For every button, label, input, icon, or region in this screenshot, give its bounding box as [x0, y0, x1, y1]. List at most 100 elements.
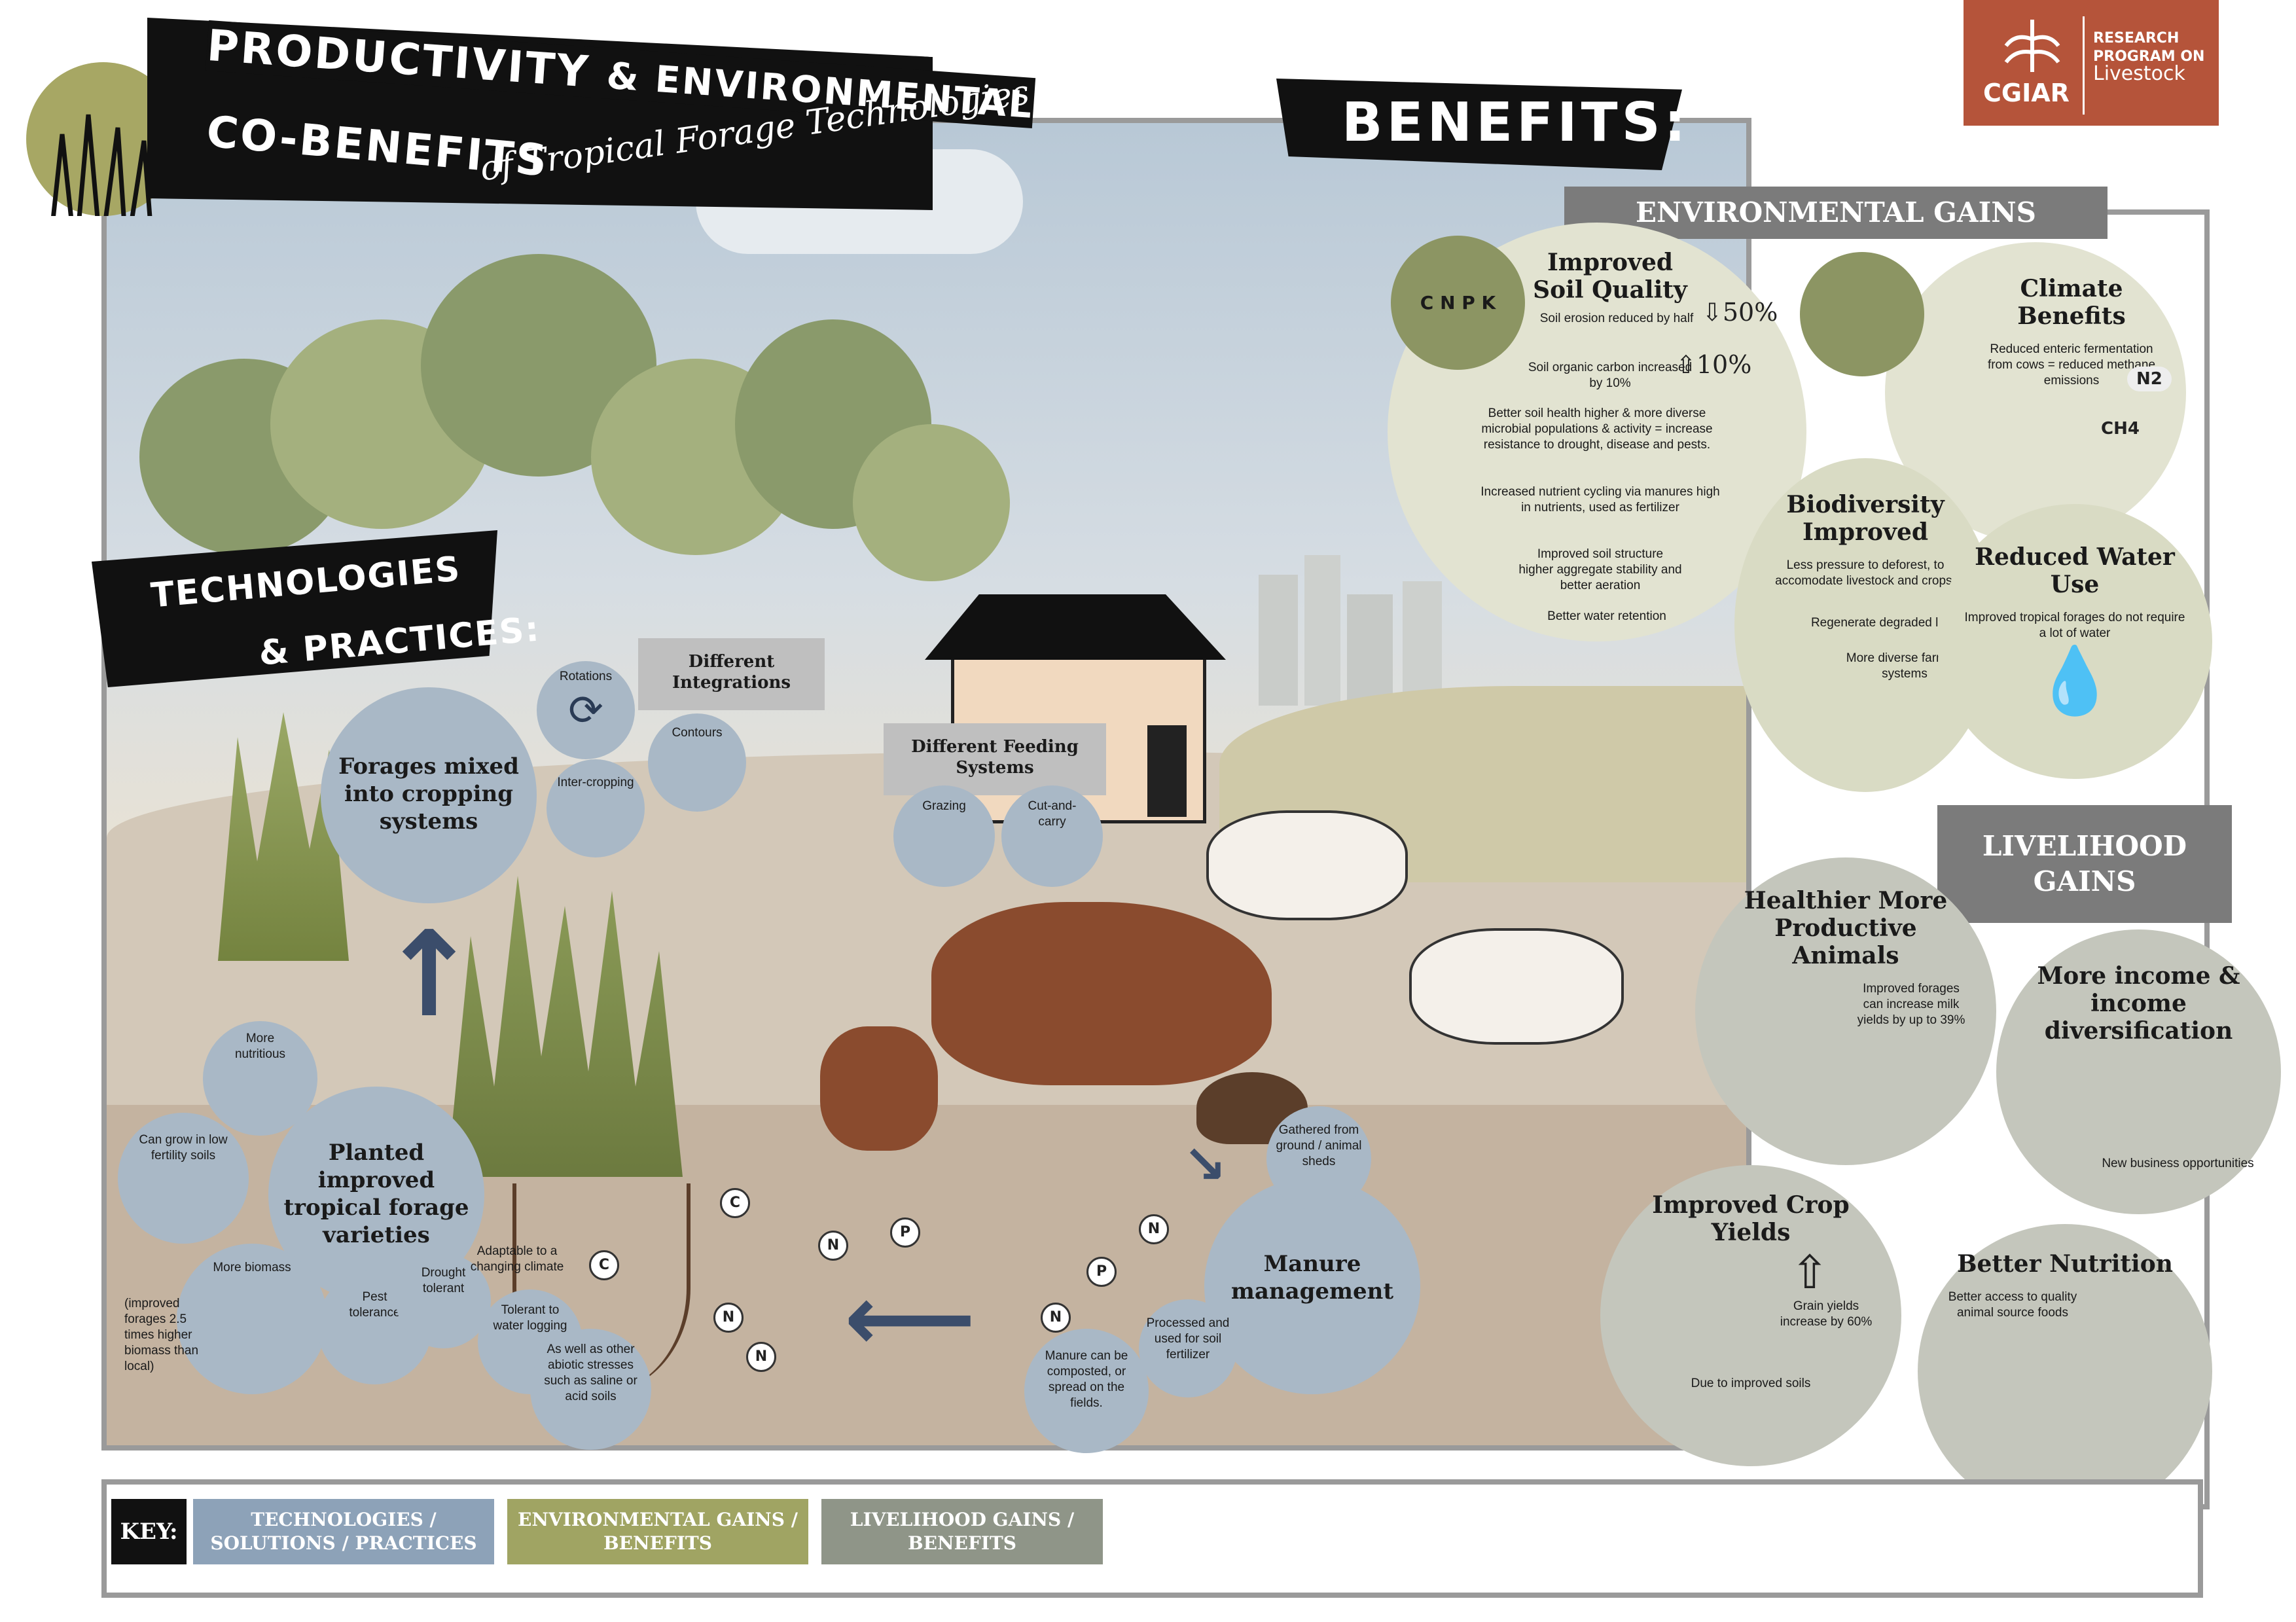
- logo-research-program: RESEARCH PROGRAM ON: [2093, 30, 2205, 65]
- processed-label: Processed and used for soil fertilizer: [1146, 1316, 1230, 1361]
- livelihood-gains-text: LIVELIHOOD GAINS: [1982, 830, 2187, 897]
- intercropping-label: Inter-cropping: [557, 776, 634, 789]
- grazing-circle: Grazing: [893, 785, 995, 887]
- soil-health-text: Better soil health higher & more diverse…: [1481, 406, 1713, 452]
- more-biomass-label: More biomass: [213, 1261, 291, 1274]
- different-integrations-tag: Different Integrations: [638, 638, 825, 710]
- forages-mixed-circle: Forages mixed into cropping systems: [321, 687, 537, 903]
- low-fertility-label: Can grow in low fertility soils: [139, 1133, 228, 1162]
- roots: [512, 1183, 691, 1393]
- key-technologies: TECHNOLOGIES / SOLUTIONS / PRACTICES: [193, 1499, 494, 1564]
- more-nutritious-label: More nutritious: [234, 1032, 286, 1061]
- productive-animals-text: Improved forages can increase milk yield…: [1857, 982, 1965, 1027]
- city-building: [1403, 581, 1442, 706]
- biodiversity-heading: Biodiversity Improved: [1786, 491, 1945, 546]
- biomass-note: (improved forages 2.5 times higher bioma…: [124, 1297, 199, 1373]
- rotations-circle: Rotations ⟳: [537, 661, 635, 759]
- drought-tolerant-label: Drought tolerant: [421, 1266, 466, 1295]
- biodiversity-diverse-text: More diverse farming systems: [1846, 651, 1964, 681]
- more-income-heading: More income & income diversification: [2037, 962, 2240, 1045]
- crop-yields-heading: Improved Crop Yields: [1652, 1191, 1850, 1246]
- cgiar-name: CGIAR: [1983, 79, 2070, 107]
- nutrient-n: N: [1041, 1303, 1071, 1333]
- different-feeding-tag: Different Feeding Systems: [884, 723, 1106, 795]
- nutrient-n: N: [1139, 1214, 1169, 1244]
- key-livelihood: LIVELIHOOD GAINS / BENEFITS: [821, 1499, 1103, 1564]
- soil-structure-text: Improved soil structure higher aggregate…: [1518, 547, 1682, 592]
- better-nutrition-circle: Better Nutrition Better access to qualit…: [1918, 1224, 2212, 1519]
- wheat-icon: [2004, 20, 2060, 72]
- planted-varieties-label: Planted improved tropical forage varieti…: [283, 1140, 469, 1248]
- nutrient-c: C: [589, 1250, 619, 1280]
- better-nutrition-heading: Better Nutrition: [1957, 1250, 2173, 1278]
- water-retention-text: Better water retention: [1547, 609, 1666, 623]
- benefits-banner: [1276, 79, 1682, 170]
- composted-circle: Manure can be composted, or spread on th…: [1024, 1329, 1149, 1453]
- soil-erosion-value: ⇩50%: [1702, 298, 1778, 327]
- climate-benefits-text: Reduced enteric fermentation from cows =…: [1987, 342, 2156, 387]
- nutrient-n: N: [746, 1342, 776, 1372]
- rotation-arrows-icon: ⟳: [568, 687, 603, 735]
- logo-livestock: Livestock: [2093, 62, 2185, 85]
- key-environmental: ENVIRONMENTAL GAINS / BENEFITS: [507, 1499, 808, 1564]
- nutrient-n: N: [713, 1303, 744, 1333]
- reduced-water-text: Improved tropical forages do not require…: [1964, 611, 2185, 640]
- grass-icon: [50, 114, 153, 226]
- carbon-percent: 10%: [1696, 350, 1752, 379]
- more-income-text: New business opportunities: [2102, 1157, 2254, 1170]
- brown-cow-head: [820, 1026, 938, 1151]
- cut-and-carry-circle: Cut-and-carry: [1001, 785, 1103, 887]
- spotted-cow: [1409, 928, 1624, 1045]
- nutrient-p: P: [890, 1217, 920, 1248]
- nutrient-p: P: [1086, 1257, 1117, 1287]
- drought-tolerant-circle: Drought tolerant: [396, 1253, 491, 1348]
- crop-soils-text: Due to improved soils: [1691, 1377, 1811, 1390]
- better-nutrition-text: Better access to quality animal source f…: [1948, 1290, 2077, 1320]
- soil-carbon-text: Soil organic carbon increased by 10%: [1528, 361, 1693, 390]
- arrow-up-icon: ↑: [380, 907, 478, 1043]
- rotations-label: Rotations: [559, 670, 613, 683]
- farmhouse-roof: [925, 594, 1226, 660]
- n2-label: N2: [2127, 367, 2172, 391]
- composted-label: Manure can be composted, or spread on th…: [1045, 1349, 1128, 1410]
- key-label: KEY:: [111, 1499, 187, 1564]
- spotted-cow: [1206, 810, 1408, 920]
- city-building: [1347, 594, 1393, 706]
- logo-divider: [2083, 16, 2085, 115]
- farmhouse-door: [1147, 725, 1187, 817]
- soil-nutrient-icon: C N P K: [1391, 236, 1525, 370]
- more-income-circle: More income & income diversification New…: [1996, 929, 2281, 1214]
- nutrient-cycling-text: Increased nutrient cycling via manures h…: [1480, 485, 1720, 514]
- soil-nutrient-letters: C N P K: [1420, 292, 1496, 314]
- abiotic-stresses-circle: As well as other abiotic stresses such a…: [530, 1329, 651, 1450]
- contours-label: Contours: [672, 726, 723, 740]
- nutrient-n: N: [818, 1231, 848, 1261]
- more-biomass-circle: More biomass: [177, 1244, 327, 1394]
- livelihood-gains-heading: LIVELIHOOD GAINS: [1937, 805, 2232, 923]
- more-nutritious-circle: More nutritious: [203, 1021, 317, 1136]
- manure-management-label: Manure management: [1230, 1251, 1394, 1305]
- reduced-water-heading: Reduced Water Use: [1975, 543, 2175, 598]
- ch4-label: CH4: [2101, 419, 2140, 439]
- brown-cow: [931, 902, 1272, 1085]
- gathered-label: Gathered from ground / animal sheds: [1276, 1123, 1362, 1168]
- reduced-water-circle: Reduced Water Use Improved tropical fora…: [1937, 504, 2212, 779]
- contours-circle: Contours: [648, 713, 746, 812]
- productive-animals-circle: Healthier More Productive Animals Improv…: [1695, 857, 1996, 1165]
- soil-carbon-value: ⇧10%: [1676, 350, 1752, 379]
- pest-tolerance-label: Pest tolerance: [349, 1290, 401, 1320]
- adaptable-climate-label: Adaptable to a changing climate: [470, 1244, 564, 1274]
- benefits-heading: BENEFITS:: [1342, 92, 1690, 154]
- arrow-up-yield-icon: ⇧: [1790, 1246, 1829, 1299]
- water-drop-icon: 💧: [2034, 642, 2116, 719]
- climate-benefits-heading: Climate Benefits: [2017, 275, 2126, 330]
- processed-circle: Processed and used for soil fertilizer: [1139, 1299, 1237, 1397]
- abiotic-stresses-label: As well as other abiotic stresses such a…: [544, 1343, 637, 1403]
- manure-management-circle: Manure management: [1204, 1178, 1420, 1394]
- forages-mixed-label: Forages mixed into cropping systems: [338, 753, 519, 835]
- biodiversity-pressure-text: Less pressure to deforest, to accomodate…: [1775, 558, 1956, 588]
- biodiversity-regenerate-text: Regenerate degraded land: [1810, 616, 1960, 630]
- soil-erosion-text: Soil erosion reduced by half: [1539, 312, 1694, 325]
- low-fertility-circle: Can grow in low fertility soils: [118, 1113, 249, 1244]
- tree: [853, 424, 1010, 581]
